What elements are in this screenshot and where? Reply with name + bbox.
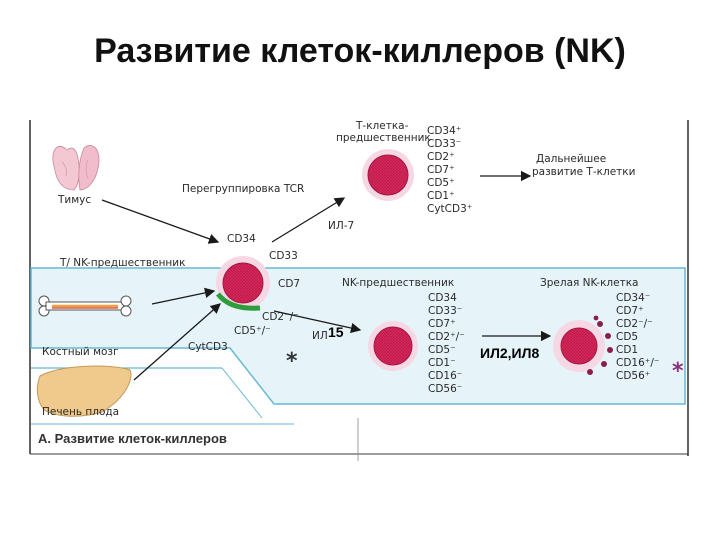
t-precursor-marker: CD34⁺: [427, 125, 461, 137]
mature-nk-marker: CD7⁺: [616, 305, 644, 317]
t-precursor-marker: CD5⁺: [427, 177, 455, 189]
nk-precursor-marker: CD56⁻: [428, 383, 462, 395]
t-precursor-markers: CD34⁺ CD33⁻ CD2⁺ CD7⁺ CD5⁺ CD1⁺ CytCD3⁺: [427, 125, 472, 215]
band-lower-slope: [221, 367, 263, 419]
t-precursor-marker: CD33⁻: [427, 138, 461, 150]
bone-marrow-label: Костный мозг: [42, 346, 119, 358]
liver-icon: [36, 365, 132, 417]
il15-number: 15: [328, 324, 344, 340]
tcr-rearrangement-label: Перегруппировка TCR: [182, 183, 304, 195]
nk-development-diagram: Тимус Костный мозг Печень плода Т-клетка…: [29, 120, 689, 461]
arrow-tnk-to-nk: [273, 310, 362, 334]
nk-precursor-marker: CD7⁺: [428, 318, 456, 330]
nk-precursor-cell: [373, 326, 413, 366]
marrow-band: [30, 267, 686, 405]
figure-caption: А. Развитие клеток-киллеров: [38, 431, 227, 446]
tnk-marker: CytCD3: [188, 341, 228, 353]
arrow-tnk-to-t: [271, 197, 346, 243]
mature-nk-marker: CD2⁻/⁻: [616, 318, 653, 330]
nk-precursor-marker: CD1⁻: [428, 357, 456, 369]
nk-granules: [587, 315, 613, 375]
t-precursor-label-2: предшественник: [336, 132, 431, 144]
nk-precursor-marker: CD16⁻: [428, 370, 462, 382]
arrow-marrow-to-tnk: [151, 287, 216, 305]
stroma-contact: [216, 292, 261, 311]
mature-nk-marker: CD5: [616, 331, 638, 343]
mature-nk-markers: CD34⁻ CD7⁺ CD2⁻/⁻ CD5 CD1 CD16⁺/⁻ CD56⁺: [616, 292, 659, 382]
star-marker-purple: *: [672, 359, 684, 384]
mature-nk-marker: CD34⁻: [616, 292, 650, 304]
t-precursor-label-1: Т-клетка-: [355, 120, 409, 132]
thymus-icon: [52, 145, 100, 191]
nk-precursor-label: NK-предшественник: [342, 277, 454, 289]
t-precursor-marker: CD2⁺: [427, 151, 455, 163]
mature-nk-label: Зрелая NK-клетка: [540, 277, 639, 289]
t-precursor-cell: [367, 154, 409, 196]
tnk-marker: CD7: [278, 278, 300, 290]
arrow-thymus-to-tnk: [101, 199, 220, 244]
thymus-label: Тимус: [57, 194, 91, 206]
mature-nk-marker: CD56⁺: [616, 370, 650, 382]
nk-precursor-marker: CD34: [428, 292, 457, 304]
tnk-precursor-label: Т/ NK-предшественник: [59, 257, 185, 269]
nk-precursor-marker: CD2⁺/⁻: [428, 331, 465, 343]
tnk-marker: CD33: [269, 250, 298, 262]
t-precursor-marker: CD1⁺: [427, 190, 455, 202]
tnk-marker: CD34: [227, 233, 256, 245]
fetal-liver-label: Печень плода: [42, 406, 119, 418]
il15-prefix: ИЛ: [312, 330, 328, 342]
il7-label: ИЛ-7: [328, 220, 354, 232]
tnk-marker: CD5⁺/⁻: [234, 325, 271, 337]
bone-icon: [38, 295, 132, 317]
slide-title: Развитие клеток-киллеров (NK): [94, 32, 626, 70]
nk-precursor-marker: CD5⁻: [428, 344, 456, 356]
further-t-label-2: развитие Т-клетки: [532, 166, 635, 178]
t-precursor-marker: CytCD3⁺: [427, 203, 472, 215]
nk-precursor-markers: CD34 CD33⁻ CD7⁺ CD2⁺/⁻ CD5⁻ CD1⁻ CD16⁻ C…: [428, 292, 465, 395]
t-precursor-marker: CD7⁺: [427, 164, 455, 176]
tnk-cell: [222, 262, 264, 304]
star-marker-dark: *: [286, 349, 298, 374]
mature-nk-marker: CD1: [616, 344, 638, 356]
further-t-label-1: Дальнейшее: [536, 153, 606, 165]
arrow-liver-to-tnk: [133, 303, 221, 381]
nk-precursor-marker: CD33⁻: [428, 305, 462, 317]
il2-il8-label: ИЛ2,ИЛ8: [480, 345, 539, 361]
mature-nk-cell: [560, 327, 598, 365]
mature-nk-marker: CD16⁺/⁻: [616, 357, 659, 369]
